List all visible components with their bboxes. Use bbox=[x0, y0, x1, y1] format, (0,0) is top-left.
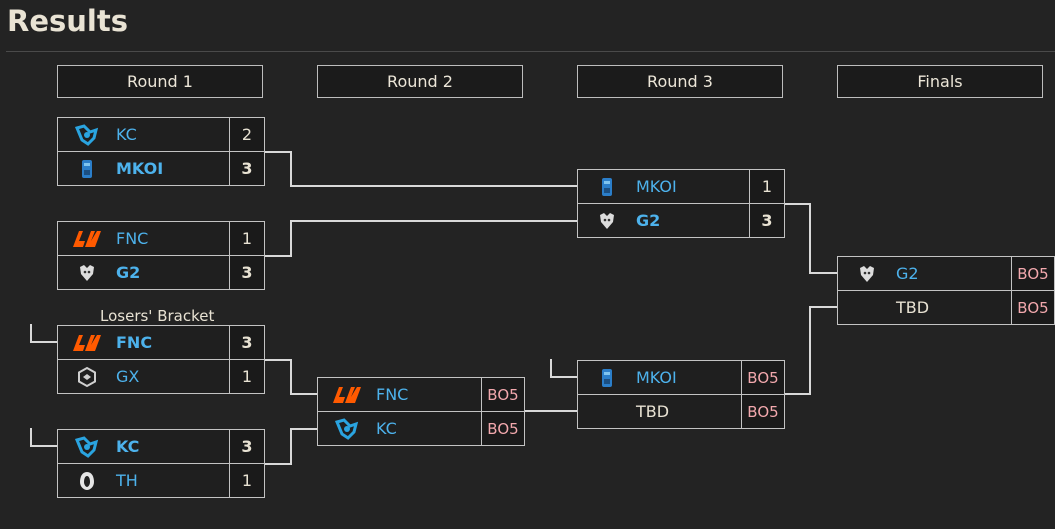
team-name: G2 bbox=[636, 211, 661, 230]
team-row-tbd-r3b[interactable]: TBD BO5 bbox=[577, 394, 785, 429]
team-row-g2-r3[interactable]: G2 3 bbox=[577, 203, 785, 238]
team-score: 3 bbox=[229, 152, 264, 185]
team-row-mkoi-r1[interactable]: MKOI 3 bbox=[57, 151, 265, 186]
team-name-tbd: TBD bbox=[636, 402, 670, 421]
empty-logo-slot bbox=[578, 395, 636, 428]
team-score: 2 bbox=[229, 118, 264, 151]
team-name: MKOI bbox=[116, 159, 164, 178]
team-score: 3 bbox=[229, 326, 264, 359]
round-header-finals: Finals bbox=[837, 65, 1043, 98]
team-name: FNC bbox=[116, 333, 153, 352]
best-of-badge: BO5 bbox=[481, 378, 524, 411]
fnc-logo-icon bbox=[58, 326, 116, 359]
team-name: KC bbox=[116, 125, 137, 144]
team-row-kc-lb[interactable]: KC 3 bbox=[57, 429, 265, 464]
round-header-1: Round 1 bbox=[57, 65, 263, 98]
team-row-gx-lb[interactable]: GX 1 bbox=[57, 359, 265, 394]
empty-logo-slot bbox=[838, 291, 896, 324]
team-row-g2-r1[interactable]: G2 3 bbox=[57, 255, 265, 290]
team-name: G2 bbox=[896, 264, 919, 283]
team-row-tbd-final[interactable]: TBD BO5 bbox=[837, 290, 1055, 325]
team-name-tbd: TBD bbox=[896, 298, 930, 317]
team-name: KC bbox=[116, 437, 140, 456]
page-title: Results bbox=[7, 4, 128, 38]
team-row-g2-final[interactable]: G2 BO5 bbox=[837, 256, 1055, 291]
team-name: G2 bbox=[116, 263, 141, 282]
round-header-2: Round 2 bbox=[317, 65, 523, 98]
team-row-mkoi-r3[interactable]: MKOI 1 bbox=[577, 169, 785, 204]
team-name: GX bbox=[116, 367, 140, 386]
kc-logo-icon bbox=[58, 430, 116, 463]
g2-logo-icon bbox=[578, 204, 636, 237]
team-name: FNC bbox=[376, 385, 409, 404]
team-row-th-lb[interactable]: TH 1 bbox=[57, 463, 265, 498]
team-score: 1 bbox=[229, 464, 264, 497]
th-logo-icon bbox=[58, 464, 116, 497]
team-row-fnc-lb[interactable]: FNC 3 bbox=[57, 325, 265, 360]
g2-logo-icon bbox=[838, 257, 896, 290]
team-score: 3 bbox=[229, 256, 264, 289]
mkoi-logo-icon bbox=[578, 361, 636, 394]
team-score: 3 bbox=[229, 430, 264, 463]
team-name: KC bbox=[376, 419, 397, 438]
best-of-badge: BO5 bbox=[481, 412, 524, 445]
team-name: TH bbox=[116, 471, 138, 490]
best-of-badge: BO5 bbox=[741, 395, 784, 428]
fnc-logo-icon bbox=[318, 378, 376, 411]
team-name: MKOI bbox=[636, 177, 677, 196]
kc-logo-icon bbox=[58, 118, 116, 151]
team-name: FNC bbox=[116, 229, 149, 248]
losers-bracket-label: Losers' Bracket bbox=[100, 307, 215, 325]
mkoi-logo-icon bbox=[578, 170, 636, 203]
title-divider bbox=[6, 51, 1055, 52]
team-row-fnc-r2[interactable]: FNC BO5 bbox=[317, 377, 525, 412]
best-of-badge: BO5 bbox=[1011, 257, 1054, 290]
g2-logo-icon bbox=[58, 256, 116, 289]
fnc-logo-icon bbox=[58, 222, 116, 255]
best-of-badge: BO5 bbox=[741, 361, 784, 394]
kc-logo-icon bbox=[318, 412, 376, 445]
team-row-kc-r2[interactable]: KC BO5 bbox=[317, 411, 525, 446]
team-score: 1 bbox=[229, 360, 264, 393]
round-header-3: Round 3 bbox=[577, 65, 783, 98]
team-row-kc-r1[interactable]: KC 2 bbox=[57, 117, 265, 152]
team-row-fnc-r1[interactable]: FNC 1 bbox=[57, 221, 265, 256]
team-score: 3 bbox=[749, 204, 784, 237]
mkoi-logo-icon bbox=[58, 152, 116, 185]
best-of-badge: BO5 bbox=[1011, 291, 1054, 324]
team-score: 1 bbox=[229, 222, 264, 255]
team-row-mkoi-r3b[interactable]: MKOI BO5 bbox=[577, 360, 785, 395]
team-name: MKOI bbox=[636, 368, 677, 387]
team-score: 1 bbox=[749, 170, 784, 203]
gx-logo-icon bbox=[58, 360, 116, 393]
